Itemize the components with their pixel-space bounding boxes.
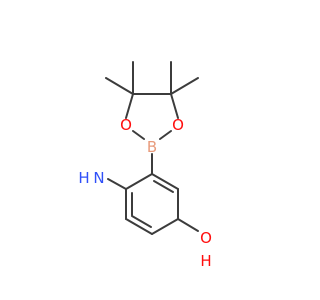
bonds — [105, 61, 199, 235]
bond-o-right-b — [159, 130, 172, 140]
bond-double-c3-c3a — [153, 180, 174, 193]
bond-double-c5a-c6 — [131, 215, 152, 228]
bond-methyl-1 — [105, 77, 134, 95]
bond-c4-o-left — [125, 93, 134, 119]
hydroxyl-o-label: O — [200, 229, 212, 247]
atom-labels: O O B H N O H — [78, 116, 212, 270]
hydroxyl-h-label: H — [200, 252, 211, 270]
structure-diagram: O O B H N O H — [78, 61, 212, 270]
bond-o-left-b — [132, 130, 145, 140]
bond-c3-c3a — [151, 173, 179, 190]
bond-methyl-4 — [170, 77, 199, 95]
molecule-canvas: O O B H N O H — [78, 61, 212, 270]
bond-c4a-c5a — [151, 218, 179, 235]
oxygen-right-label: O — [172, 116, 184, 134]
bond-c3-c2 — [125, 173, 153, 190]
amine-h-label: H — [78, 169, 89, 187]
amine-n-label: N — [93, 169, 104, 187]
bond-c4a-o — [177, 218, 199, 232]
bond-c2-n — [107, 178, 127, 190]
bond-c5a-c6 — [125, 218, 153, 235]
boron-label: B — [147, 138, 157, 156]
oxygen-left-label: O — [120, 116, 132, 134]
bond-c5-o-right — [170, 93, 179, 119]
